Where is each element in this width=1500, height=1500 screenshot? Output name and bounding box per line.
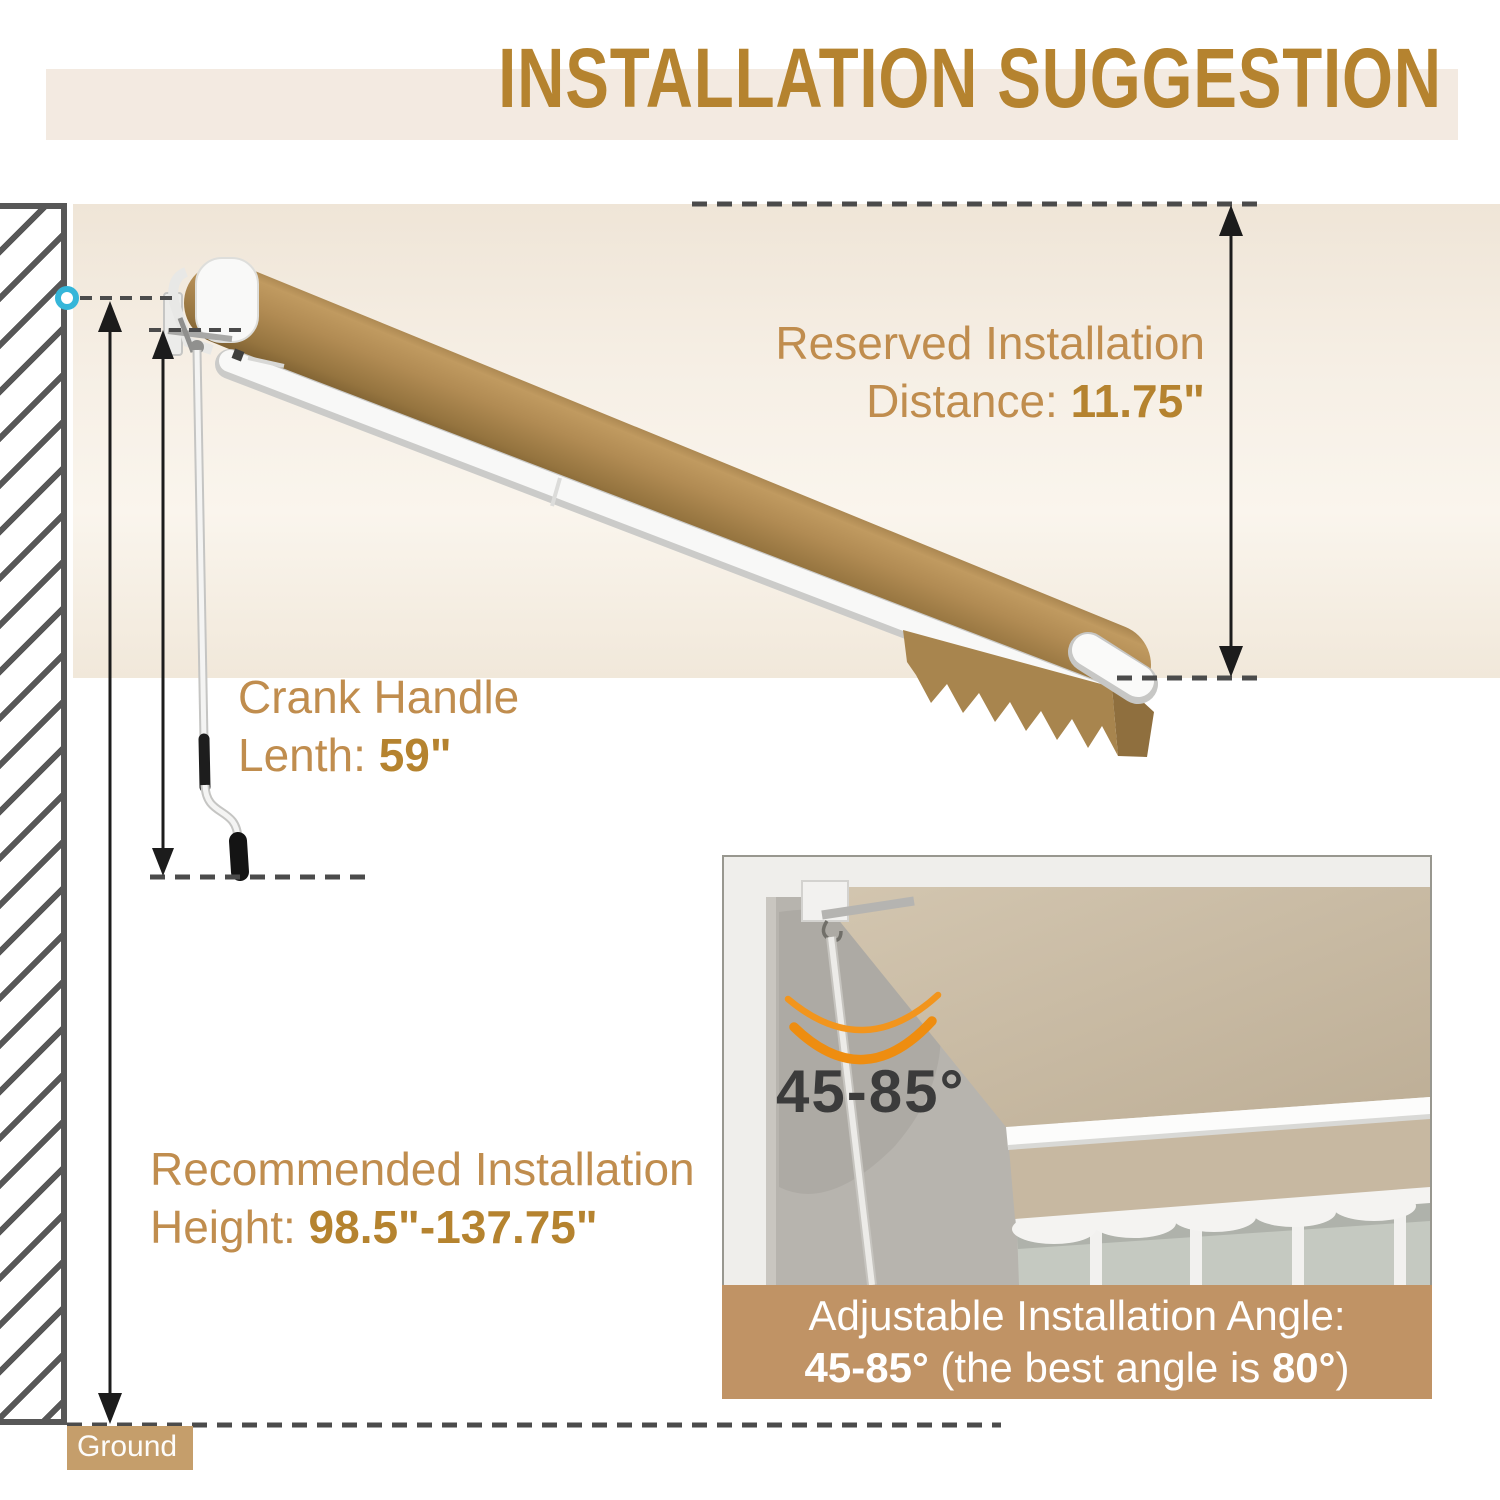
height-value: 98.5"-137.75" — [308, 1201, 598, 1253]
wall-cross-section — [0, 203, 67, 1425]
page-title: INSTALLATION SUGGESTION — [498, 31, 1442, 125]
caption-line1: Adjustable Installation Angle: — [808, 1292, 1346, 1339]
inset-front-fabric — [1009, 1118, 1430, 1219]
height-line1: Recommended Installation — [150, 1143, 695, 1195]
angle-adjust-arrows-icon — [784, 991, 942, 1065]
angle-range-label: 45-85° — [776, 1058, 966, 1125]
crank-line2: Lenth: 59" — [238, 729, 452, 781]
background-band — [73, 204, 1500, 678]
label-crank-length: Crank Handle Lenth: 59" — [238, 668, 519, 784]
label-reserved-distance: Reserved Installation Distance: 11.75" — [775, 314, 1205, 430]
reserved-value: 11.75" — [1070, 375, 1205, 427]
crank-value: 59" — [378, 729, 452, 781]
crank-line1: Crank Handle — [238, 671, 520, 723]
label-recommended-height: Recommended Installation Height: 98.5"-1… — [150, 1140, 695, 1256]
title-banner — [46, 69, 1458, 140]
inset-mount-and-pole — [801, 880, 915, 1285]
inset-awning-fabric — [812, 887, 1430, 1127]
height-line2: Height: 98.5"-137.75" — [150, 1201, 598, 1253]
inset-caption: Adjustable Installation Angle: 45-85° (t… — [722, 1285, 1432, 1399]
reserved-line2: Distance: 11.75" — [866, 375, 1205, 427]
ground-label: Ground — [67, 1426, 194, 1470]
reserved-line1: Reserved Installation — [775, 317, 1205, 369]
caption-line2: 45-85° (the best angle is 80°) — [804, 1344, 1350, 1391]
inset-valance — [1012, 1185, 1430, 1244]
angle-inset-photo: 45-85° — [722, 855, 1432, 1287]
inset-roller-bar — [1006, 1097, 1430, 1150]
inset-scene — [724, 857, 1430, 1285]
